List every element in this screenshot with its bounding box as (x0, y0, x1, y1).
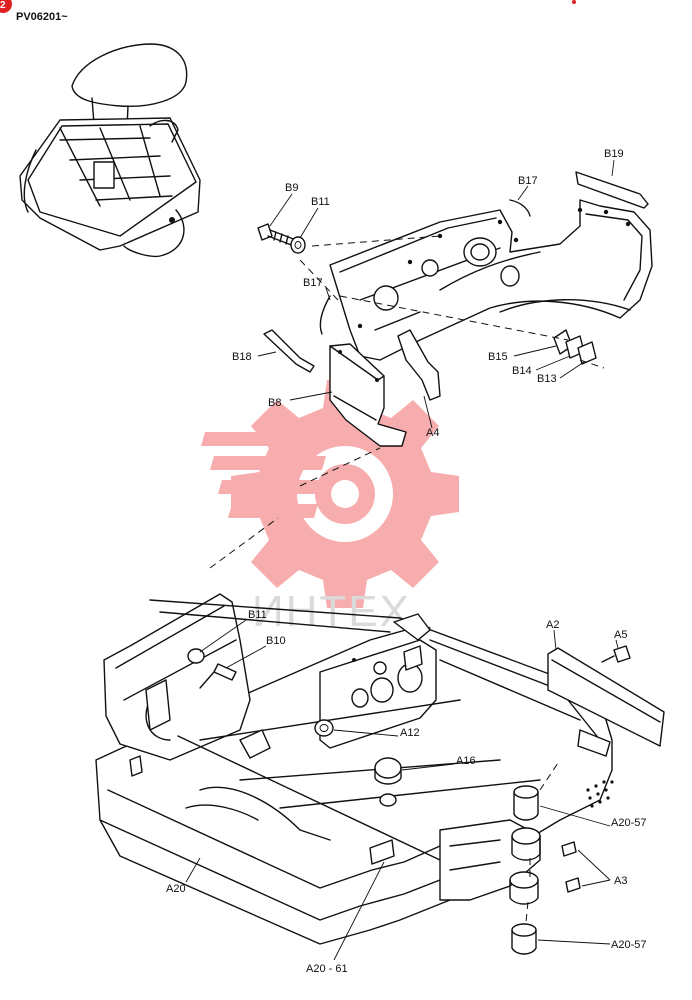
page-badge-number: 2 (0, 0, 6, 11)
callout-A20-57-lower: A20-57 (611, 939, 646, 951)
callout-labels: B9 B11 B17 B19 B17 B18 B8 A4 B15 B14 B13… (166, 148, 646, 975)
part-A20-57-bushing-lower (511, 923, 537, 955)
callout-B10: B10 (266, 635, 286, 647)
callout-B17-mid: B17 (303, 277, 323, 289)
part-A4-bracket (397, 329, 441, 401)
part-B17-clip-top (509, 199, 531, 217)
part-B9-bolt (257, 223, 297, 247)
serial-range: PV06201~ (16, 11, 68, 23)
part-A16-cap (374, 757, 402, 785)
upper-bracket-assembly (209, 171, 653, 569)
callout-A5: A5 (614, 629, 627, 641)
part-B15-B14-B13-pads (553, 329, 597, 365)
callout-B17-top: B17 (518, 175, 538, 187)
part-A20-57-bushing-upper (511, 785, 541, 861)
page-badge (0, 0, 12, 13)
part-B19-strip (575, 171, 649, 209)
callout-A3: A3 (614, 875, 627, 887)
lower-frame-assembly (95, 593, 665, 955)
part-A5-bolt (601, 645, 631, 663)
part-B10-bolt (199, 663, 237, 689)
callout-B8: B8 (268, 397, 281, 409)
callout-A12: A12 (400, 727, 420, 739)
callout-A20-57-upper: A20-57 (611, 817, 646, 829)
part-B11-washer-bottom (187, 648, 205, 664)
callout-A20-61: A20 - 61 (306, 963, 348, 975)
callout-A2: A2 (546, 619, 559, 631)
callout-B18: B18 (232, 351, 252, 363)
vent-holes (586, 780, 614, 808)
watermark-speed-stripes (201, 432, 330, 518)
part-B18-strip (263, 329, 315, 373)
callout-B9: B9 (285, 182, 298, 194)
callout-B14: B14 (512, 365, 532, 377)
callout-B11-top: B11 (311, 196, 330, 208)
part-B17-clip-mid (319, 295, 331, 335)
callout-A20: A20 (166, 883, 186, 895)
leader-lines (185, 159, 619, 961)
callout-B11-bottom: B11 (248, 609, 267, 621)
part-B8-panel (329, 343, 407, 447)
callout-A16: A16 (456, 755, 476, 767)
callout-B19: B19 (604, 148, 624, 160)
header: 2 PV06201~ (0, 0, 576, 23)
inset-seat-overview (19, 43, 201, 258)
watermark-logo: ИНТЕХ (201, 380, 459, 636)
watermark-text: ИНТЕХ (252, 587, 411, 636)
part-A12-plug (314, 719, 334, 737)
callout-A4: A4 (426, 427, 439, 439)
part-B11-washer-top (290, 236, 306, 254)
corner-mark (572, 0, 576, 4)
part-A3-pins (561, 841, 581, 893)
callout-B15: B15 (488, 351, 508, 363)
callout-B13: B13 (537, 373, 557, 385)
